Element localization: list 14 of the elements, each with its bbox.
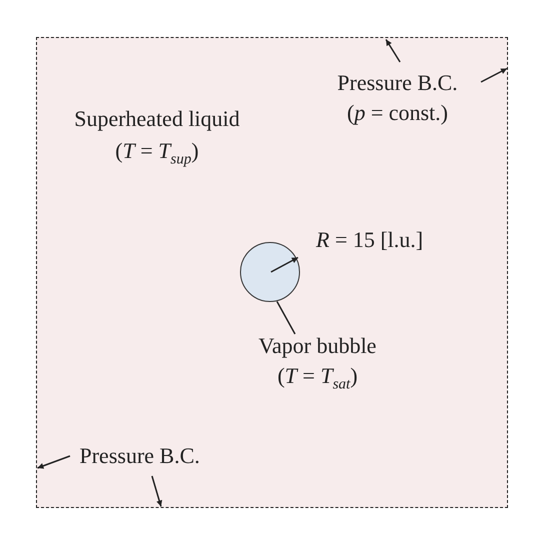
label-text: Vapor bubble	[258, 332, 376, 360]
condition-text: (T = T$_{sup}$)	[115, 137, 199, 170]
radius-label: R = 15 [l.u.]	[316, 226, 424, 254]
condition-text: (p = const.)	[347, 98, 448, 127]
label-text: Pressure B.C.	[80, 442, 200, 470]
arrow	[384, 38, 400, 62]
label-text: Pressure B.C.	[337, 68, 458, 96]
arrow	[36, 454, 70, 468]
arrow	[480, 67, 507, 82]
domain-boundary	[36, 37, 508, 508]
arrow	[150, 475, 162, 506]
leader-line	[276, 300, 296, 334]
condition-text: (T = T$_{sat}$)	[277, 362, 358, 394]
region-label: Superheated liquid	[74, 105, 240, 133]
